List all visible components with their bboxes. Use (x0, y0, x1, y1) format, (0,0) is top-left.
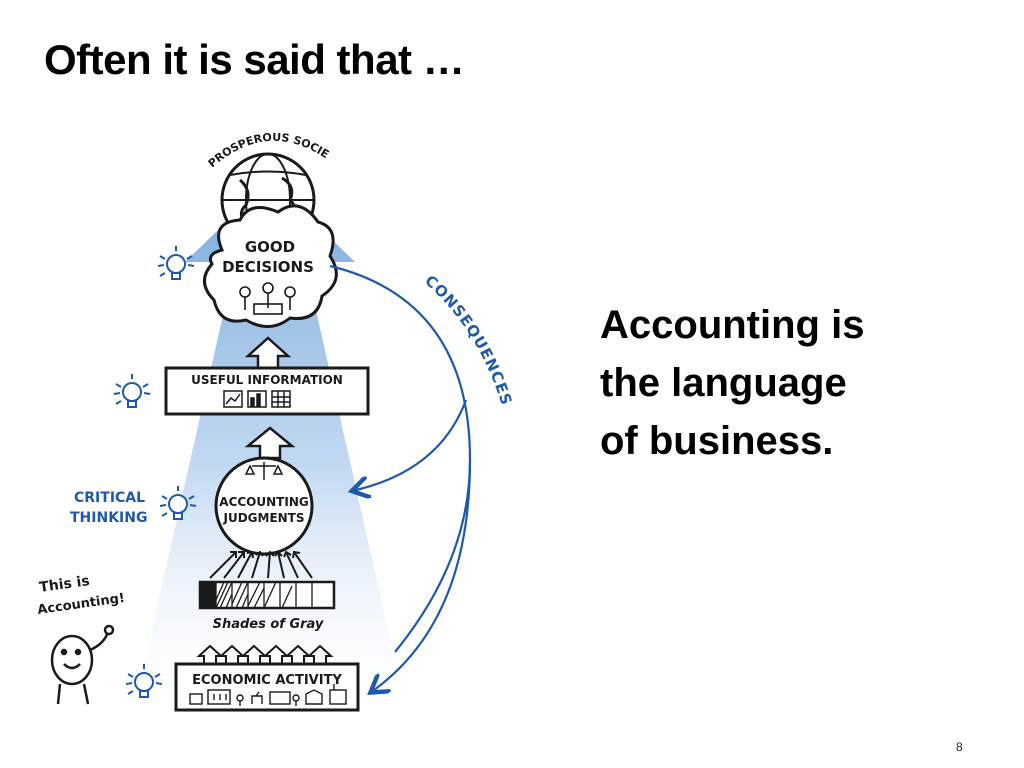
economic-label: ECONOMIC ACTIVITY (192, 673, 342, 688)
converging-arrows (209, 550, 313, 579)
page-number: 8 (956, 740, 963, 754)
person-icon (50, 624, 115, 705)
decisions-label-1: GOOD (245, 238, 295, 256)
decisions-cloud (203, 204, 338, 328)
economic-activity-box (174, 662, 360, 712)
slide-title: Often it is said that … (44, 36, 465, 83)
statement-line: the language (600, 361, 847, 405)
lightbulb-icon (113, 374, 151, 408)
shades-label: Shades of Gray (213, 617, 324, 632)
consequences-arrow-top (329, 264, 472, 653)
critical-thinking-label-2: THINKING (70, 510, 147, 526)
arrow-up-icon (244, 426, 296, 460)
prosperous-society-label: PROSPEROUS SOCIETY (0, 0, 331, 170)
statement-line: of business. (600, 419, 834, 463)
judgments-circle (214, 456, 314, 556)
consequences-arrow-bottom (374, 459, 472, 690)
arrow-up-icon (244, 336, 292, 370)
shades-of-gray-bar (198, 580, 336, 610)
chart-icon (223, 390, 291, 408)
judgments-label-2: JUDGMENTS (222, 511, 304, 525)
lightbulb-icon (159, 486, 197, 520)
building-icon (189, 684, 347, 706)
judgments-label-1: ACCOUNTING (219, 495, 308, 509)
speech-line-2: Accounting! (36, 591, 125, 618)
information-box (164, 366, 370, 416)
scale-icon (244, 462, 284, 480)
people-icon (239, 282, 296, 315)
information-label: USEFUL INFORMATION (191, 373, 343, 387)
lightbulb-icon (157, 246, 195, 280)
lightbulb-icon (125, 664, 163, 698)
consequences-label: CONSEQUENCES (421, 272, 515, 408)
statement-line: Accounting is (600, 303, 865, 347)
decisions-label-2: DECISIONS (222, 258, 314, 276)
speech-line-1: This is (38, 573, 90, 596)
key-statement: Accounting is the language of business. (600, 296, 920, 470)
consequences-arrow-mid (356, 399, 468, 490)
critical-thinking-label-1: CRITICAL (74, 490, 145, 506)
